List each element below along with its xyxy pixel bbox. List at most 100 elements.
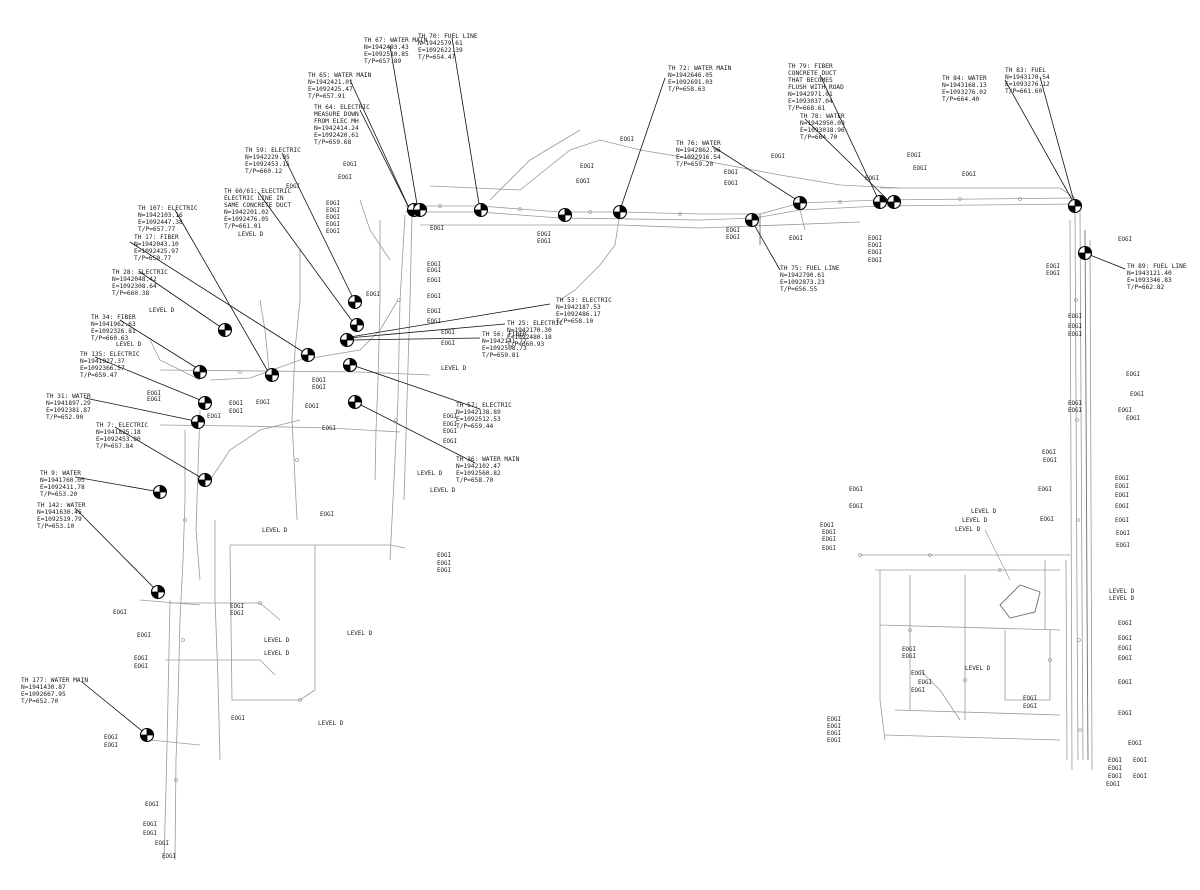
- callout-line: N=1941630.45: [37, 509, 82, 516]
- callout-line: TH 72: WATER MAIN: [668, 65, 732, 72]
- callout-line: E=1092366.57: [80, 365, 125, 372]
- callout-line: E=1092916.54: [676, 154, 721, 161]
- eogi-label: EOGI: [443, 422, 457, 428]
- callout-line: E=1092691.03: [668, 79, 713, 86]
- callout-line: TH 7: ELECTRIC: [96, 422, 148, 429]
- callout-line: TH 135: ELECTRIC: [80, 351, 140, 358]
- eogi-label: EOGI: [1115, 476, 1129, 482]
- eogi-label: EOGI: [868, 243, 882, 249]
- eogi-label: EOGI: [1108, 758, 1122, 764]
- callout-line: E=1092411.78: [40, 484, 85, 491]
- eogi-label: EOGI: [868, 236, 882, 242]
- eogi-label: EOGI: [134, 656, 148, 662]
- callout-line: TH 79: FIBER: [788, 63, 833, 70]
- eogi-label: EOGI: [868, 250, 882, 256]
- callout-line: TH 59: ELECTRIC: [245, 147, 301, 154]
- eogi-label: EOGI: [724, 170, 738, 176]
- callout-line: N=1943121.40: [1127, 270, 1172, 277]
- eogi-label: EOGI: [822, 530, 836, 536]
- level-d-label: LEVEL D: [149, 307, 175, 314]
- eogi-label: EOGI: [137, 633, 151, 639]
- callout-line: CONCRETE DUCT: [788, 70, 837, 77]
- eogi-label: EOGI: [1115, 518, 1129, 524]
- callout-line: ELECTRIC LINE IN: [224, 195, 284, 202]
- eogi-label: EOGI: [827, 738, 841, 744]
- callout-line: T/P=659.20: [676, 161, 714, 168]
- eogi-label: EOGI: [430, 226, 444, 232]
- callout-line: T/P=656.55: [780, 286, 818, 293]
- eogi-label: EOGI: [443, 414, 457, 420]
- eogi-label: EOGI: [155, 841, 169, 847]
- level-d-label: LEVEL D: [441, 365, 467, 372]
- level-d-label: LEVEL D: [264, 637, 290, 644]
- eogi-label: EOGI: [326, 215, 340, 221]
- eogi-label: EOGI: [427, 319, 441, 325]
- callout-line: N=1941897.29: [46, 400, 91, 407]
- eogi-label: EOGI: [1106, 782, 1120, 788]
- callout-line: TH 76: WATER: [676, 140, 721, 147]
- callout-line: N=1941927.37: [80, 358, 125, 365]
- callout-line: T/P=659.81: [482, 352, 520, 359]
- callout-line: T/P=658.63: [668, 86, 706, 93]
- eogi-label: EOGI: [1046, 264, 1060, 270]
- callout-line: E=1092308.64: [112, 283, 157, 290]
- callout-line: N=1943168.13: [942, 82, 987, 89]
- eogi-label: EOGI: [789, 236, 803, 242]
- eogi-label: EOGI: [849, 487, 863, 493]
- eogi-label: EOGI: [147, 397, 161, 403]
- callout-line: T/P=659.68: [314, 139, 352, 146]
- callout-line: N=1942950.09: [800, 120, 845, 127]
- callout-line: N=1942201.02: [224, 209, 269, 216]
- eogi-label: EOGI: [1108, 766, 1122, 772]
- callout-line: T/P=660.93: [507, 341, 545, 348]
- callout-line: E=1092447.38: [138, 219, 183, 226]
- callout-line: T/P=652.70: [21, 698, 59, 705]
- eogi-label: EOGI: [1118, 656, 1132, 662]
- callout-line: E=1092512.53: [456, 416, 501, 423]
- callout-line: E=1093276.02: [942, 89, 987, 96]
- eogi-label: EOGI: [437, 568, 451, 574]
- callout-leaders: [74, 37, 1126, 736]
- eogi-label: EOGI: [902, 654, 916, 660]
- callout-line: N=1942103.16: [138, 212, 183, 219]
- callout-line: N=1941962.63: [91, 321, 136, 328]
- utility-lines: [139, 129, 1093, 861]
- callout-line: TH 65: WATER MAIN: [308, 72, 372, 79]
- eogi-label: EOGI: [366, 292, 380, 298]
- callout-line: TH 67: WATER MAIN: [364, 37, 428, 44]
- callout-line: T/P=659.47: [80, 372, 118, 379]
- eogi-label: EOGI: [1118, 680, 1132, 686]
- eogi-label: EOGI: [326, 229, 340, 235]
- eogi-label: EOGI: [822, 546, 836, 552]
- eogi-label: EOGI: [1040, 517, 1054, 523]
- callout-line: N=1942187.53: [556, 304, 601, 311]
- callout-line: T/P=664.70: [800, 134, 838, 141]
- eogi-label: EOGI: [1118, 646, 1132, 652]
- eogi-label: EOGI: [918, 680, 932, 686]
- level-d-label: LEVEL D: [347, 630, 373, 637]
- callout-line: E=1092476.05: [224, 216, 269, 223]
- callout-line: N=1942043.10: [134, 241, 179, 248]
- level-d-label: LEVEL D: [965, 665, 991, 672]
- callout-line: TH 107: ELECTRIC: [138, 205, 198, 212]
- eogi-label: EOGI: [143, 822, 157, 828]
- eogi-label: EOGI: [338, 175, 352, 181]
- eogi-label: EOGI: [305, 404, 319, 410]
- callout-line: E=1092519.79: [37, 516, 82, 523]
- eogi-label: EOGI: [441, 341, 455, 347]
- eogi-label: EOGI: [1133, 758, 1147, 764]
- callout-line: T/P=661.60: [1005, 88, 1043, 95]
- level-d-label: LEVEL D: [116, 341, 142, 348]
- eogi-label: EOGI: [1043, 458, 1057, 464]
- callout-line: N=1942790.61: [780, 272, 825, 279]
